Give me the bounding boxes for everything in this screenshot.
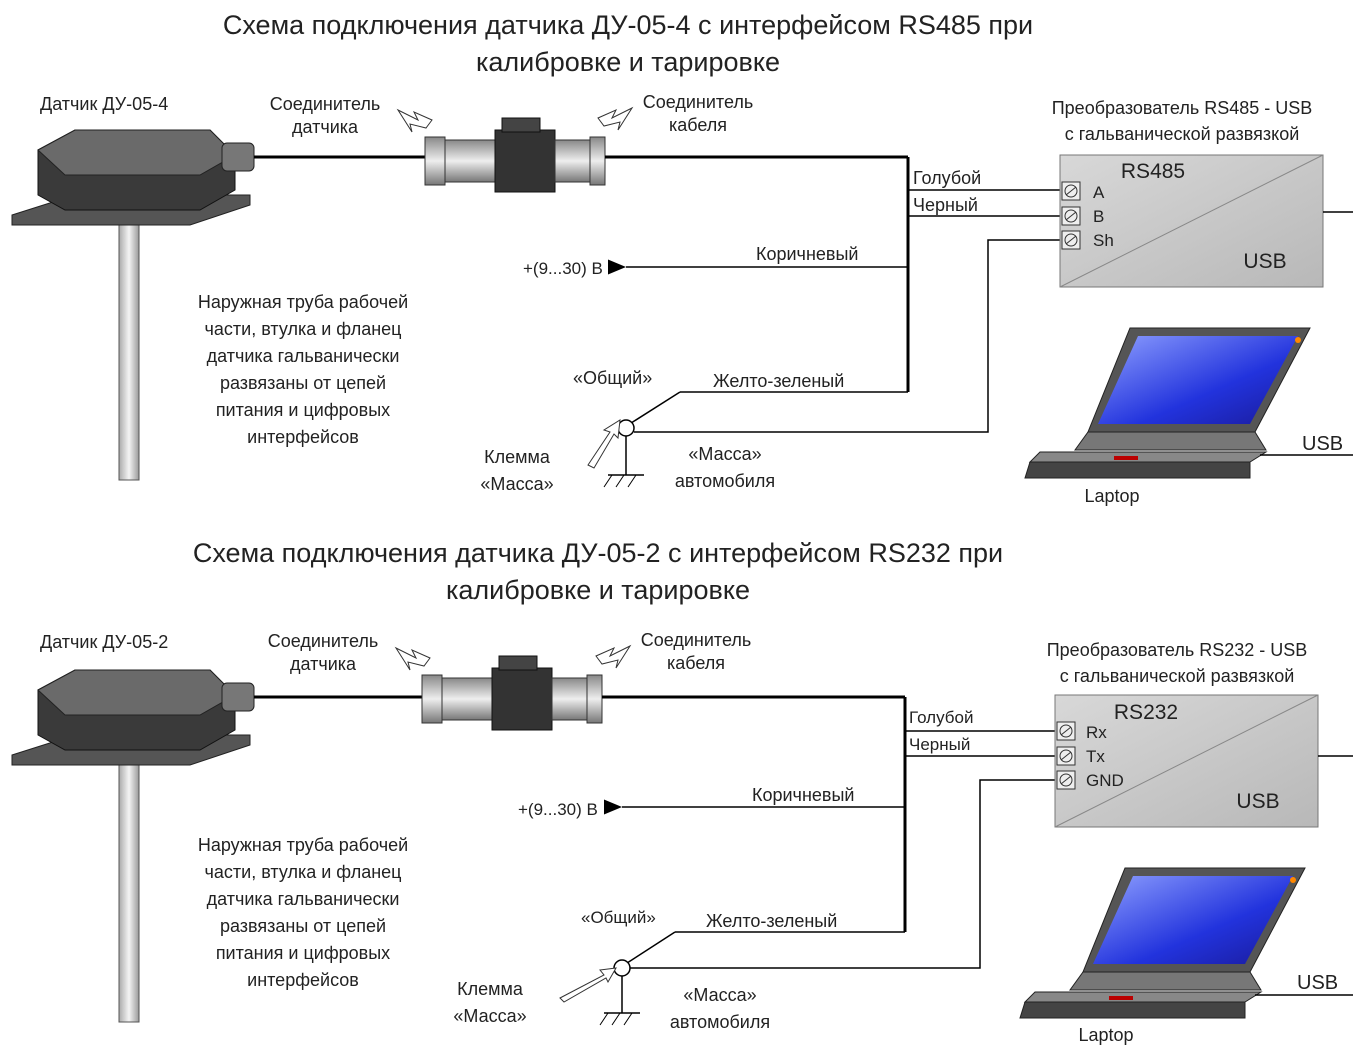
converter-title-line2: с гальванической развязкой	[1065, 124, 1300, 144]
supply-label: +(9...30) В	[518, 800, 598, 819]
note-line: питания и цифровых	[216, 400, 390, 420]
laptop-usb-label: USB	[1302, 433, 1343, 455]
wire-blue-label: Голубой	[913, 168, 981, 188]
isolation-note: Наружная труба рабочей части, втулка и ф…	[198, 292, 408, 447]
terminal-arrow-icon	[587, 419, 621, 469]
wire-blue-label: Голубой	[909, 708, 973, 727]
laptop-icon	[1019, 867, 1306, 1019]
sensor-device	[11, 669, 255, 1023]
note-line: датчика гальванически	[207, 889, 400, 909]
sensor-connector-label-line1: Соединитель	[268, 631, 379, 651]
cable-connector-assembly	[421, 655, 603, 731]
diagram-title-line2: калибровке и тарировке	[476, 47, 780, 77]
note-line: развязаны от цепей	[220, 373, 386, 393]
diagram-title-line1: Схема подключения датчика ДУ-05-4 с инте…	[223, 10, 1033, 40]
laptop-label: Laptop	[1078, 1025, 1133, 1045]
sensor-device	[11, 129, 255, 481]
sensor-connector-label-line1: Соединитель	[270, 94, 381, 114]
terminal-pin-rx	[1056, 721, 1076, 741]
cable-connector-assembly	[424, 117, 606, 193]
note-line: интерфейсов	[247, 427, 359, 447]
terminal-pin-sh	[1061, 230, 1081, 250]
supply-label: +(9...30) В	[523, 259, 603, 278]
ground-label-line2: автомобиля	[675, 471, 775, 491]
wire-black-label: Черный	[909, 735, 970, 754]
terminal-arrow-icon	[559, 967, 617, 1003]
rs485-usb-converter	[1059, 154, 1324, 288]
converter-name: RS232	[1114, 701, 1178, 724]
diagram-title-line2: калибровке и тарировке	[446, 575, 750, 605]
note-line: части, втулка и фланец	[205, 319, 402, 339]
terminal-pin-b	[1061, 206, 1081, 226]
isolation-note: Наружная труба рабочей части, втулка и ф…	[198, 835, 408, 990]
ground-label-line1: «Масса»	[688, 444, 761, 464]
cable-connector-label-line2: кабеля	[667, 653, 725, 673]
rs232-usb-converter	[1054, 694, 1319, 828]
sensor-connector-label-line2: датчика	[292, 117, 359, 137]
ground-label-line2: автомобиля	[670, 1012, 770, 1032]
diagram-title-line1: Схема подключения датчика ДУ-05-2 с инте…	[193, 538, 1003, 568]
laptop-label: Laptop	[1084, 486, 1139, 506]
sensor-connector-arrow-icon	[396, 108, 433, 133]
sensor-tube	[118, 209, 140, 481]
terminal-label-line2: «Масса»	[480, 474, 553, 494]
pin-label-3: GND	[1086, 771, 1124, 790]
converter-usb-label: USB	[1236, 790, 1279, 813]
wire-brown-label: Коричневый	[756, 244, 858, 264]
pin-label-3: Sh	[1093, 231, 1114, 250]
sensor-label: Датчик ДУ-05-4	[40, 94, 168, 114]
note-line: интерфейсов	[247, 970, 359, 990]
common-label: «Общий»	[581, 908, 656, 927]
wire-black-label: Черный	[913, 195, 978, 215]
cable-connector-arrow-icon	[595, 644, 632, 669]
cable-connector-arrow-icon	[597, 106, 634, 131]
converter-title-line1: Преобразователь RS485 - USB	[1052, 98, 1313, 118]
terminal-label-line1: Клемма	[457, 979, 524, 999]
terminal-pin-a	[1061, 181, 1081, 201]
cable-connector-label-line1: Соединитель	[643, 92, 754, 112]
note-line: датчика гальванически	[207, 346, 400, 366]
ground-label-line1: «Масса»	[683, 985, 756, 1005]
converter-usb-label: USB	[1243, 250, 1286, 273]
note-line: Наружная труба рабочей	[198, 835, 408, 855]
terminal-label-line2: «Масса»	[453, 1006, 526, 1026]
converter-name: RS485	[1121, 160, 1185, 183]
diagram-rs485: Схема подключения датчика ДУ-05-4 с инте…	[11, 10, 1353, 506]
terminal-pin-tx	[1056, 746, 1076, 766]
wire-brown-label: Коричневый	[752, 785, 854, 805]
note-line: части, втулка и фланец	[205, 862, 402, 882]
note-line: развязаны от цепей	[220, 916, 386, 936]
wire-yellow-green-label: Желто-зеленый	[713, 371, 844, 391]
pin-label-2: Tx	[1086, 747, 1105, 766]
sensor-connector-label-line2: датчика	[290, 654, 357, 674]
pin-label-2: B	[1093, 207, 1104, 226]
terminal-pin-gnd	[1056, 770, 1076, 790]
sensor-connector-arrow-icon	[394, 646, 431, 671]
cable-connector-label-line2: кабеля	[669, 115, 727, 135]
sensor-connector-plug	[221, 682, 255, 712]
pin-label-1: Rx	[1086, 723, 1107, 742]
wire-yellow-green-label: Желто-зеленый	[706, 911, 837, 931]
pin-label-1: A	[1093, 183, 1105, 202]
laptop-usb-label: USB	[1297, 972, 1338, 994]
sensor-label: Датчик ДУ-05-2	[40, 632, 168, 652]
diagram-rs232: Схема подключения датчика ДУ-05-2 с инте…	[11, 538, 1353, 1045]
converter-title-line1: Преобразователь RS232 - USB	[1047, 640, 1308, 660]
terminal-label-line1: Клемма	[484, 447, 551, 467]
common-label: «Общий»	[573, 368, 652, 388]
laptop-icon	[1024, 327, 1311, 479]
sensor-tube	[118, 749, 140, 1023]
note-line: Наружная труба рабочей	[198, 292, 408, 312]
note-line: питания и цифровых	[216, 943, 390, 963]
ground-terminal-icon	[617, 419, 635, 437]
converter-title-line2: с гальванической развязкой	[1060, 666, 1295, 686]
sensor-connector-plug	[221, 142, 255, 172]
cable-connector-label-line1: Соединитель	[641, 630, 752, 650]
